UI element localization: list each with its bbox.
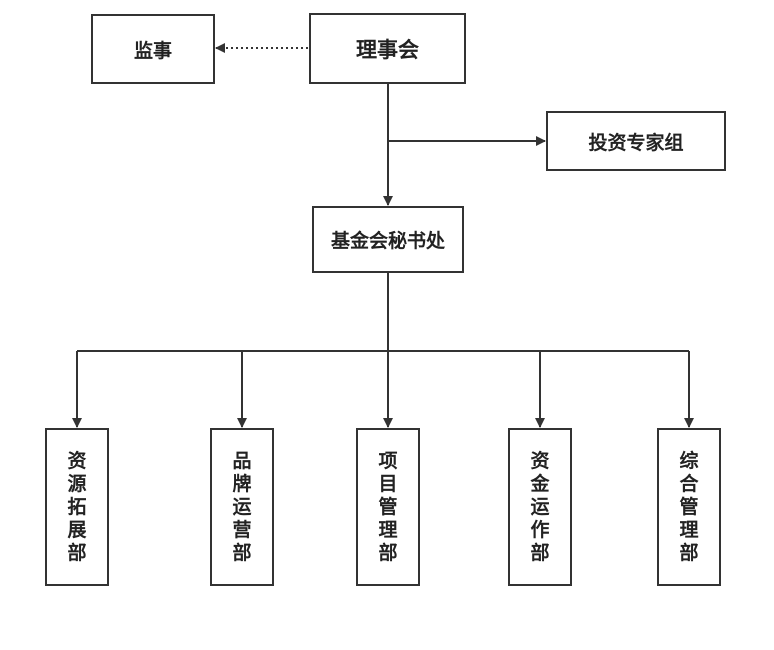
department-label: 综合管理部 xyxy=(679,449,699,564)
council-box: 理事会 xyxy=(309,13,466,84)
department-label: 品牌运营部 xyxy=(232,449,252,564)
secretariat-label: 基金会秘书处 xyxy=(330,230,445,252)
council-label: 理事会 xyxy=(356,37,419,62)
department-label: 项目管理部 xyxy=(378,449,398,564)
department-box-5: 综合管理部 xyxy=(657,428,721,586)
supervisor-label: 监事 xyxy=(133,39,172,62)
expert-group-label: 投资专家组 xyxy=(588,131,684,154)
department-box-2: 品牌运营部 xyxy=(210,428,274,586)
expert-group-box: 投资专家组 xyxy=(546,111,726,171)
secretariat-box: 基金会秘书处 xyxy=(312,206,464,273)
supervisor-box: 监事 xyxy=(91,14,215,84)
department-box-3: 项目管理部 xyxy=(356,428,420,586)
department-box-4: 资金运作部 xyxy=(508,428,572,586)
department-label: 资源拓展部 xyxy=(67,449,87,564)
department-label: 资金运作部 xyxy=(530,449,550,564)
department-box-1: 资源拓展部 xyxy=(45,428,109,586)
